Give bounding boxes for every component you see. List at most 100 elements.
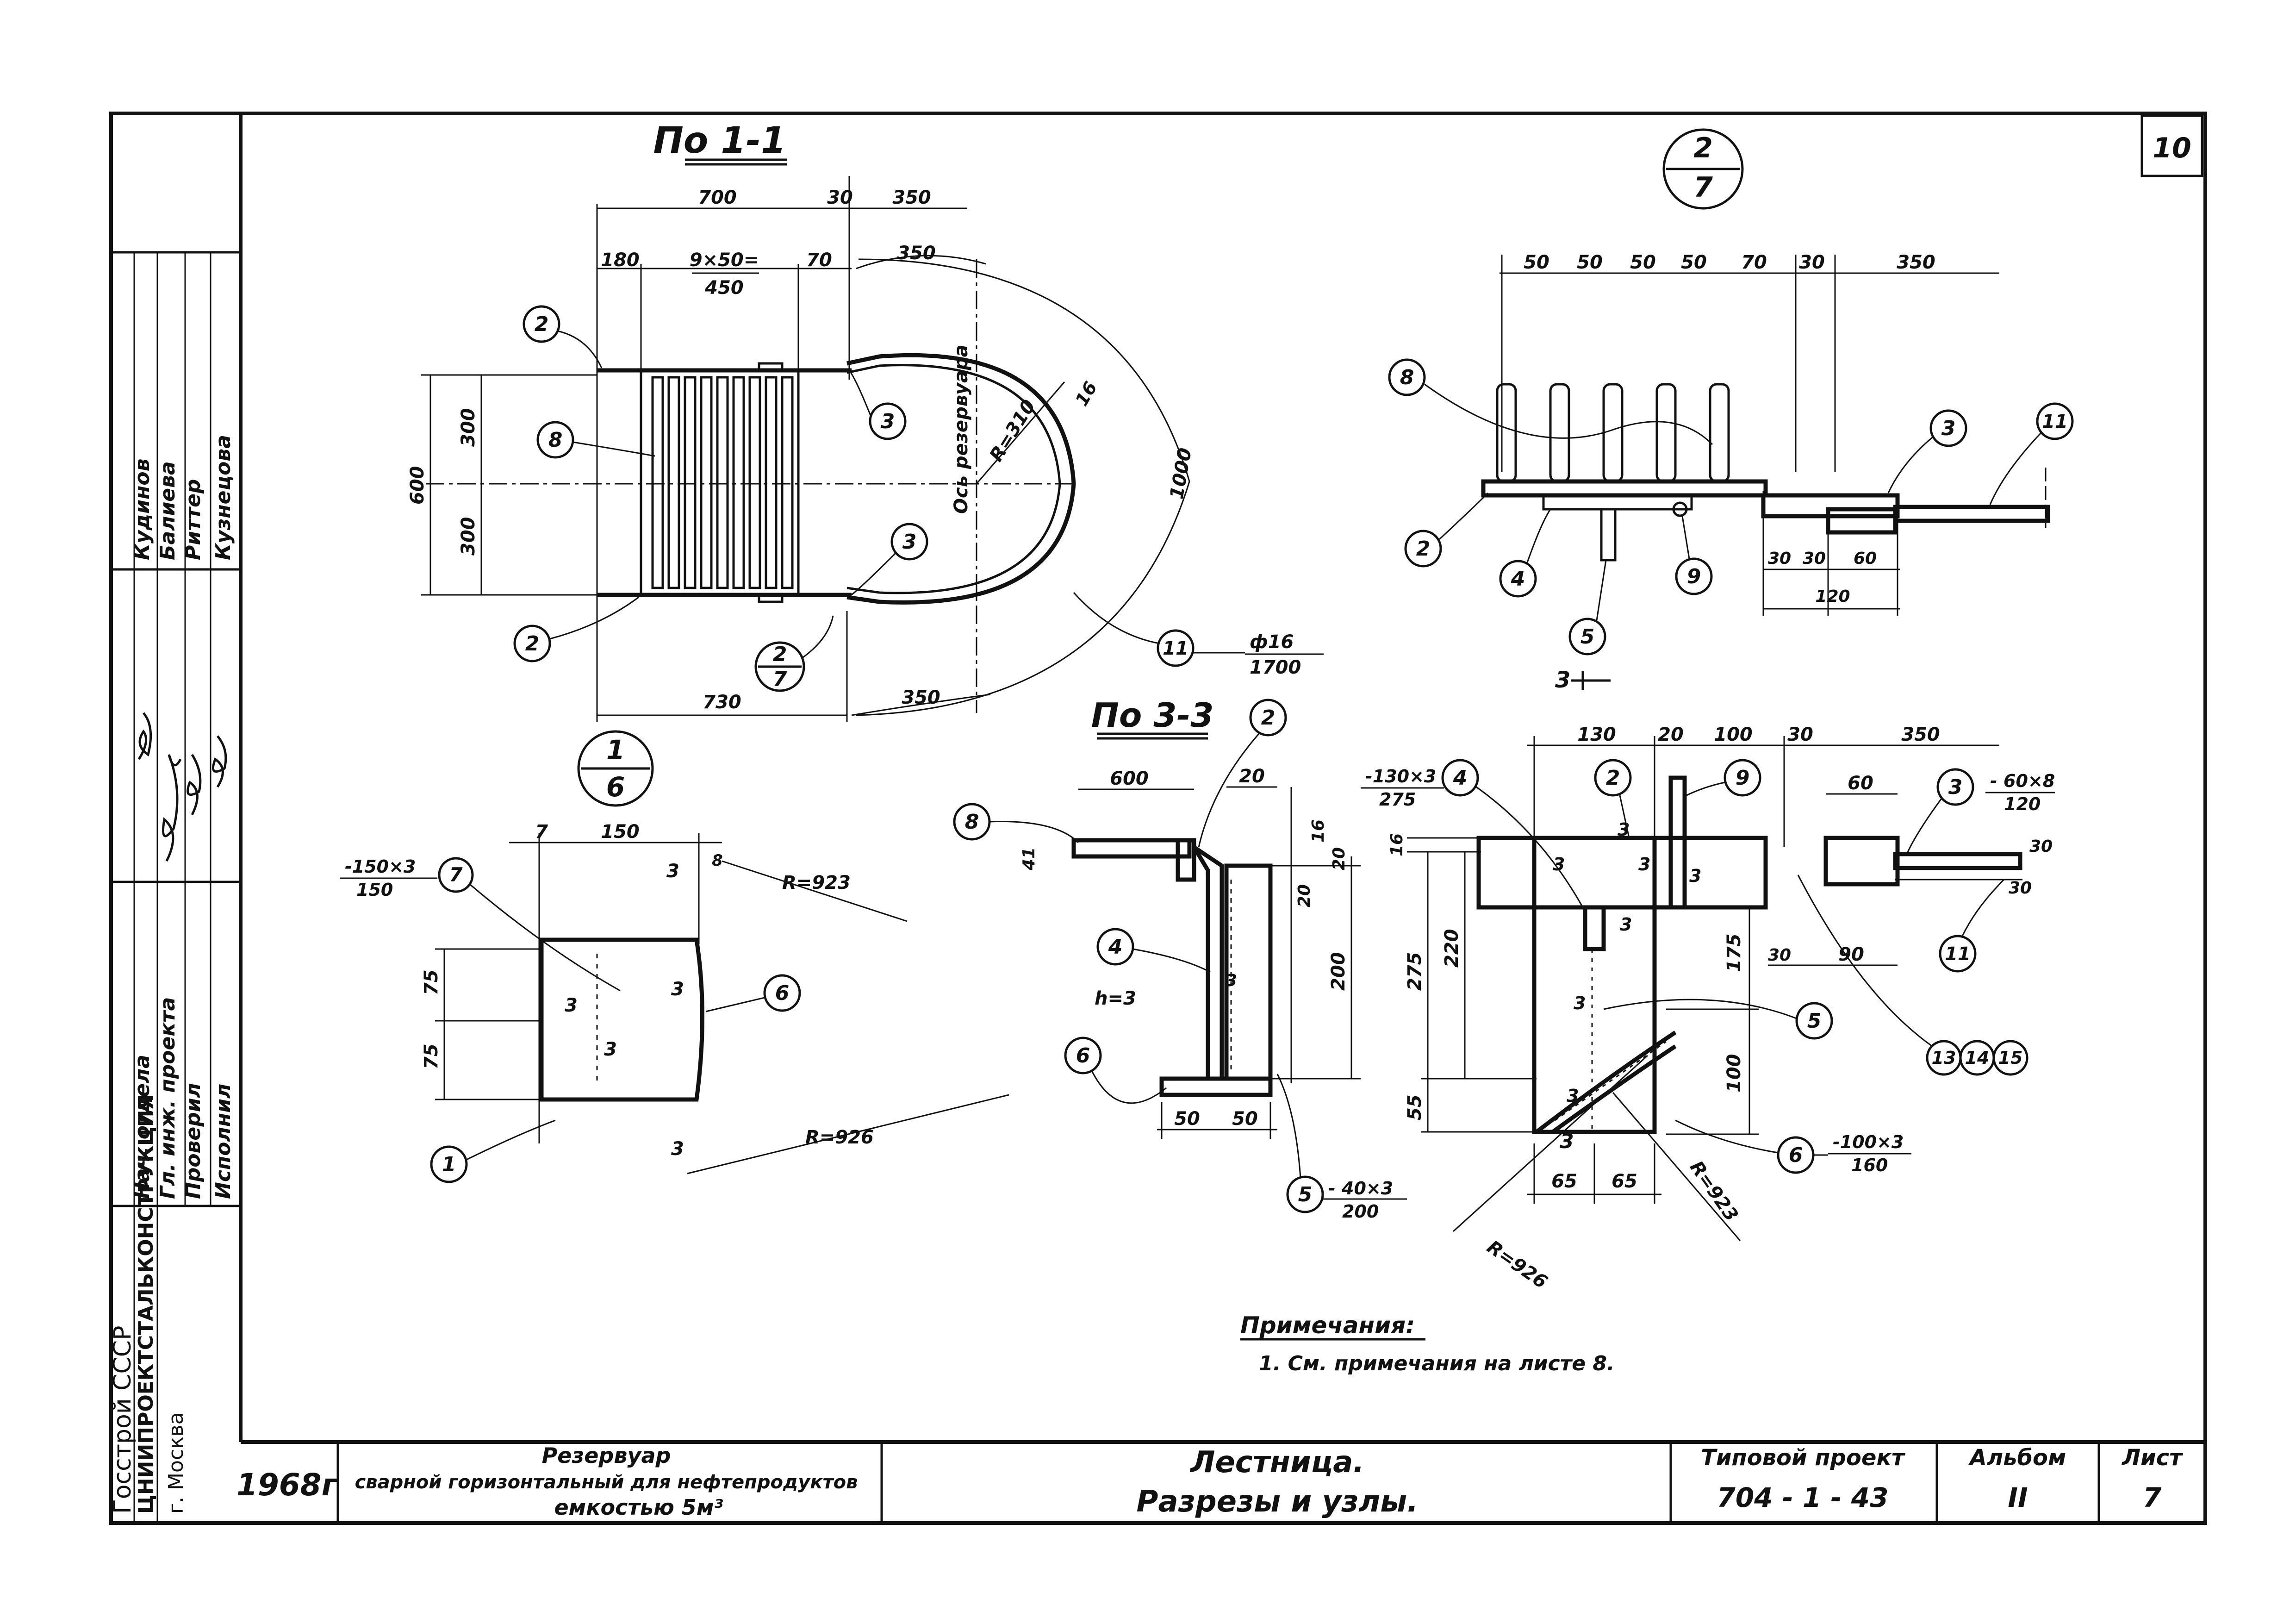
title-object-1: Резервуар — [542, 1443, 671, 1468]
n3-callout-3: 3 — [1906, 768, 1974, 855]
n3-callout-13-14-15: 13 14 15 — [1797, 874, 2028, 1076]
s33-dim-50b: 50 — [1232, 1108, 1258, 1130]
title-year: 1968г — [236, 1467, 339, 1503]
n3-callout-13-label: 13 — [1932, 1048, 1956, 1068]
s33-dim-41: 41 — [1020, 847, 1039, 871]
s33-dim-600: 600 — [1110, 768, 1149, 789]
node-3-section: 3 130 20 100 30 350 60 16 275 220 55 — [1361, 667, 2055, 1293]
dim-700: 700 — [698, 187, 737, 208]
n27-callout-5: 5 — [1568, 560, 1607, 656]
n27-dim-350: 350 — [1897, 252, 1935, 273]
n27-callout-11-label: 11 — [2042, 411, 2068, 432]
n3-spec-130x3: -130×3 — [1365, 766, 1436, 787]
s33-spec-len: 200 — [1342, 1201, 1379, 1222]
n3-callout-2-label: 2 — [1606, 766, 1620, 790]
s33-callout-8-label: 8 — [965, 810, 979, 834]
n16-callout-1: 1 — [430, 1119, 556, 1183]
s33-callout-6-label: 6 — [1076, 1044, 1090, 1068]
title-sheet-label: Лист — [2121, 1445, 2184, 1471]
n16-dim-75a: 75 — [421, 969, 442, 995]
n27-callout-3: 3 — [1887, 409, 1967, 493]
n3-callout-3-label: 3 — [1948, 775, 1963, 799]
n27-dim-50c: 50 — [1630, 252, 1656, 273]
n27-callout-3-label: 3 — [1941, 417, 1956, 440]
n3-callout-15-label: 15 — [1998, 1048, 2023, 1068]
n27-callout-8: 8 — [1388, 358, 1713, 445]
n3-callout-11: 11 — [1939, 879, 2005, 973]
node-2-7-top: 2 — [1693, 132, 1713, 164]
signatures — [137, 712, 227, 862]
n27-dim-30: 30 — [1799, 252, 1825, 273]
n3-spec-275: 275 — [1379, 789, 1416, 810]
callout-11: 11 — [1073, 592, 1245, 667]
callout-3-bottom: 3 — [851, 523, 928, 596]
stamp-org-3: г. Москва — [164, 1412, 188, 1514]
n3-weld-3f: 3 — [1689, 866, 1701, 886]
n3-spec-120: 120 — [2004, 794, 2041, 814]
node-2-7: 2 7 50 50 50 50 70 30 350 30 30 — [1388, 128, 2074, 656]
s33-dim-50a: 50 — [1174, 1108, 1200, 1130]
stamp-role-2: Гл. инж. проекта — [156, 997, 180, 1199]
title-sheet-subtitle: Разрезы и узлы. — [1137, 1485, 1419, 1519]
s33-dim-h3: h=3 — [1095, 988, 1136, 1009]
dim-r310: R=310 — [985, 396, 1039, 466]
dim-180: 180 — [601, 250, 640, 271]
n27-dim-30c: 30 — [1803, 549, 1826, 568]
dim-1700: 1700 — [1250, 657, 1301, 678]
n3-cut-mark: 3 — [1555, 667, 1570, 693]
callout-2-top-label: 2 — [535, 312, 549, 336]
section-3-3-title: По 3-3 — [1091, 696, 1214, 735]
notes: Примечания: 1. См. примечания на листе 8… — [1240, 1312, 1615, 1375]
n3-dim-30d: 30 — [2009, 879, 2032, 898]
n27-dim-70: 70 — [1741, 252, 1767, 273]
n27-callout-2-label: 2 — [1416, 537, 1431, 561]
n3-dim-130: 130 — [1577, 724, 1616, 745]
n3-weld-3c: 3 — [1620, 914, 1632, 935]
n27-dim-120: 120 — [1815, 587, 1850, 606]
n3-dim-55: 55 — [1404, 1094, 1425, 1120]
n27-callout-2: 2 — [1404, 492, 1489, 568]
dim-600: 600 — [407, 466, 428, 505]
n27-callout-9-label: 9 — [1687, 565, 1701, 588]
section-mark-2-7-small: 2 7 — [754, 615, 834, 692]
dim-730: 730 — [703, 692, 741, 713]
plan-1-1-title: По 1-1 — [653, 120, 786, 162]
n16-callout-6: 6 — [705, 974, 801, 1012]
title-album-value: II — [2008, 1482, 2028, 1513]
n27-callout-9: 9 — [1675, 516, 1713, 595]
stamp-org-1: Госстрой СССР — [109, 1326, 137, 1514]
n3-dim-20: 20 — [1658, 724, 1684, 745]
s33-dim-16: 16 — [1309, 819, 1328, 843]
n27-dim-30b: 30 — [1768, 549, 1791, 568]
n16-plate-spec: -150×3 — [345, 856, 416, 877]
stamp-name-4: Кузнецова — [212, 435, 235, 560]
n16-dim-r926: R=926 — [805, 1127, 874, 1148]
n27-dim-50d: 50 — [1681, 252, 1707, 273]
notes-item-1: 1. См. примечания на листе 8. — [1259, 1352, 1615, 1375]
n3-dim-275-left: 275 — [1404, 952, 1425, 991]
n16-weld-3d: 3 — [666, 861, 679, 882]
n3-dim-100v: 100 — [1724, 1054, 1745, 1093]
callout-8: 8 — [536, 421, 655, 459]
callout-2-top: 2 — [523, 305, 603, 369]
n3-spec-100x3: -100×3 — [1833, 1132, 1904, 1152]
dim-9x50: 9×50= — [690, 250, 759, 271]
n3-dim-65a: 65 — [1551, 1171, 1577, 1192]
n3-dim-350: 350 — [1901, 724, 1940, 745]
n3-weld-3e: 3 — [1567, 1086, 1579, 1106]
n3-dim-220: 220 — [1441, 929, 1462, 968]
n3-dim-60: 60 — [1848, 773, 1873, 794]
n27-dim-60: 60 — [1854, 549, 1877, 568]
n3-dim-30: 30 — [1787, 724, 1813, 745]
title-project-number: 704 - 1 - 43 — [1717, 1482, 1888, 1513]
node-1-6-top: 1 — [606, 734, 625, 766]
dim-300b: 300 — [458, 517, 479, 556]
s33-dim-20b: 20 — [1330, 847, 1349, 870]
callout-3-top-label: 3 — [881, 410, 895, 433]
n3-dim-r926: R=926 — [1483, 1237, 1551, 1293]
s33-callout-5: 5 — [1276, 1074, 1407, 1213]
n3-dim-30c: 30 — [2029, 837, 2053, 856]
n16-callout-1-label: 1 — [442, 1153, 456, 1176]
title-project-label: Типовой проект — [1701, 1445, 1906, 1471]
n3-callout-2: 2 — [1594, 759, 1632, 838]
